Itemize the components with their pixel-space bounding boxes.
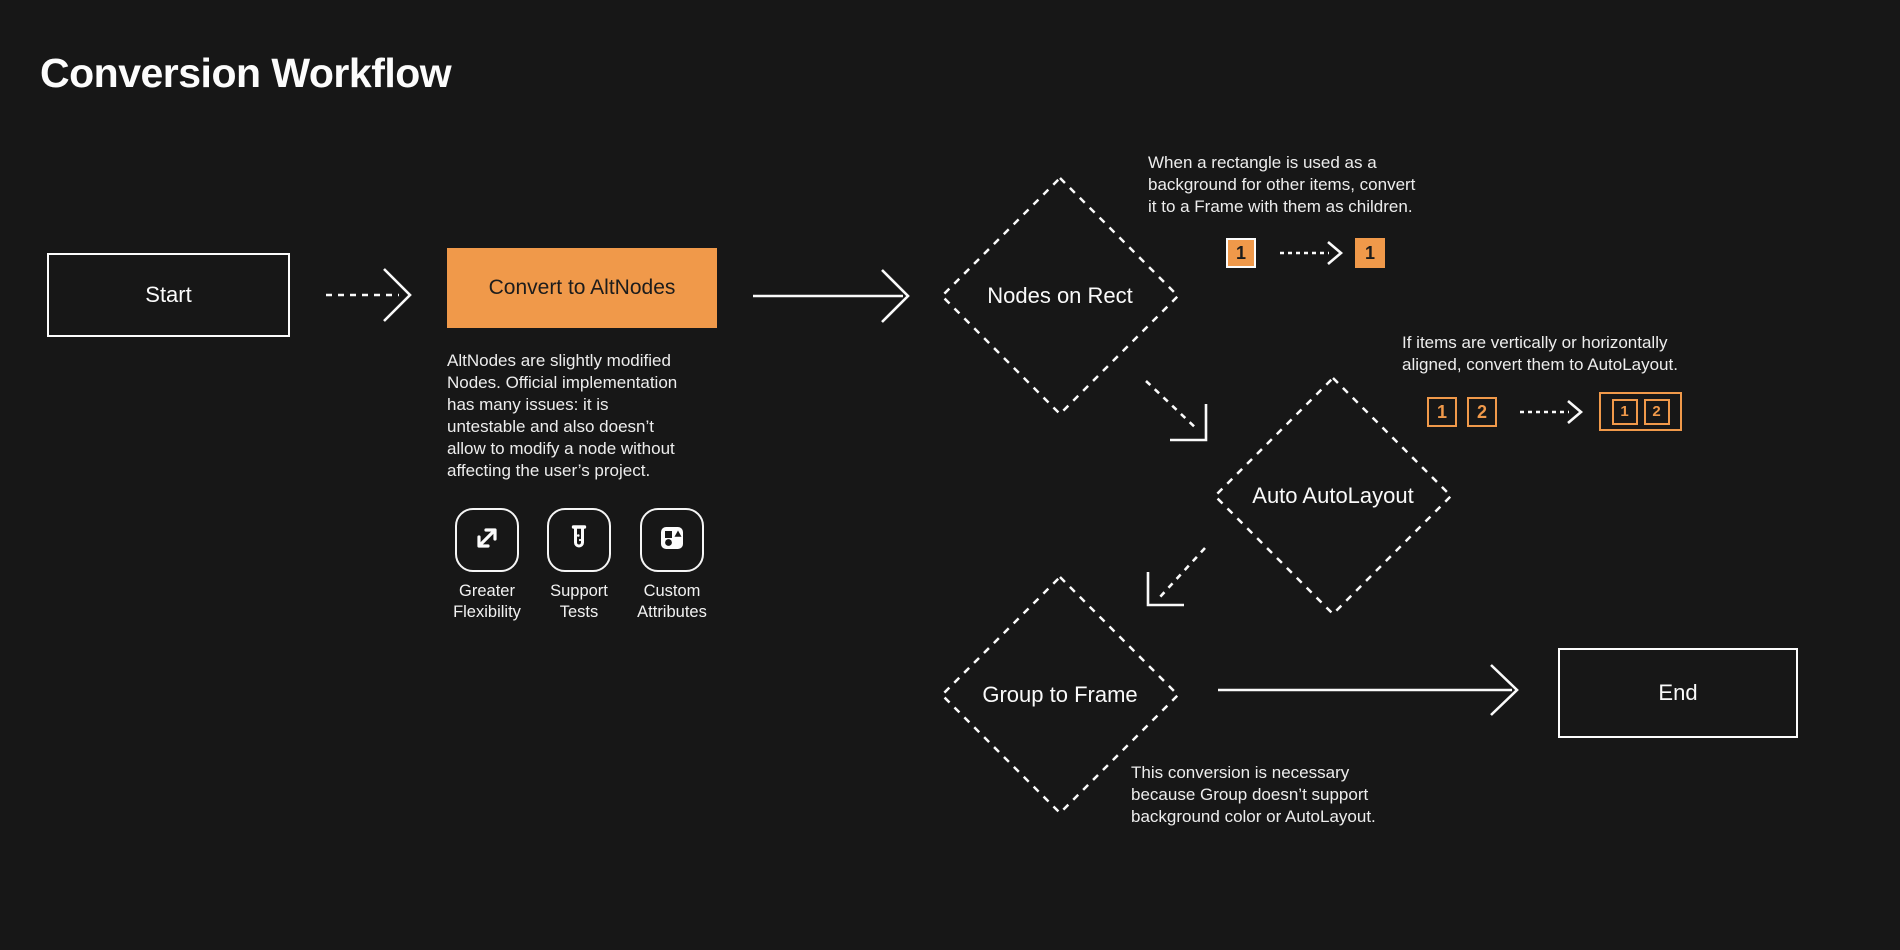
expand-arrows-icon: [469, 520, 505, 561]
autolayout-result-item-2-chip: 2: [1643, 398, 1670, 425]
arrowhead-convert-to-decision1: [881, 269, 910, 323]
autolayout-result-item-1-chip: 1: [1611, 398, 1638, 425]
arrowhead-decision1-to-decision2: [1170, 404, 1208, 442]
group-note: This conversion is necessary because Gro…: [1131, 763, 1376, 826]
arrowhead-autolayout-note: [1567, 400, 1584, 424]
arrowhead-decision3-to-end: [1490, 664, 1519, 716]
rect-note: When a rectangle is used as a background…: [1148, 153, 1416, 216]
autolayout-note: If items are vertically or horizontally …: [1402, 333, 1678, 374]
autolayout-item-2-chip: 2: [1467, 397, 1497, 427]
feature-label-support-tests: Support Tests: [550, 582, 608, 621]
arrow-decision1-to-decision2: [1145, 380, 1199, 431]
feature-custom-attributes: [640, 508, 704, 572]
convert-node-label: Convert to AltNodes: [488, 276, 676, 299]
feature-greater-flexibility: [455, 508, 519, 572]
arrowhead-decision2-to-decision3: [1146, 572, 1184, 607]
decision3-label: Group to Frame: [982, 682, 1138, 707]
convert-to-altnodes-node: Convert to AltNodes: [447, 248, 717, 328]
page-title: Conversion Workflow: [40, 50, 452, 96]
end-node: End: [1558, 648, 1798, 738]
feature-label-custom-attributes: Custom Attributes: [637, 582, 707, 621]
end-node-label: End: [1658, 680, 1698, 705]
shapes-icon: [654, 520, 690, 561]
rect-after-chip: 1: [1355, 238, 1385, 268]
decision2-label: Auto AutoLayout: [1252, 483, 1414, 508]
decision1-label: Nodes on Rect: [987, 283, 1133, 308]
start-node: Start: [47, 253, 290, 337]
arrowhead-rect-note: [1327, 241, 1344, 265]
test-tube-icon: [561, 520, 597, 561]
arrowhead-start-to-convert: [383, 268, 412, 322]
start-node-label: Start: [145, 282, 192, 307]
altnodes-description: AltNodes are slightly modified Nodes. Of…: [447, 351, 678, 480]
rect-before-chip: 1: [1226, 238, 1256, 268]
arrow-decision2-to-decision3: [1159, 547, 1206, 598]
feature-support-tests: [547, 508, 611, 572]
feature-label-greater-flexibility: Greater Flexibility: [453, 582, 521, 621]
autolayout-item-1-chip: 1: [1427, 397, 1457, 427]
autolayout-result-group: 1 2: [1599, 392, 1682, 431]
